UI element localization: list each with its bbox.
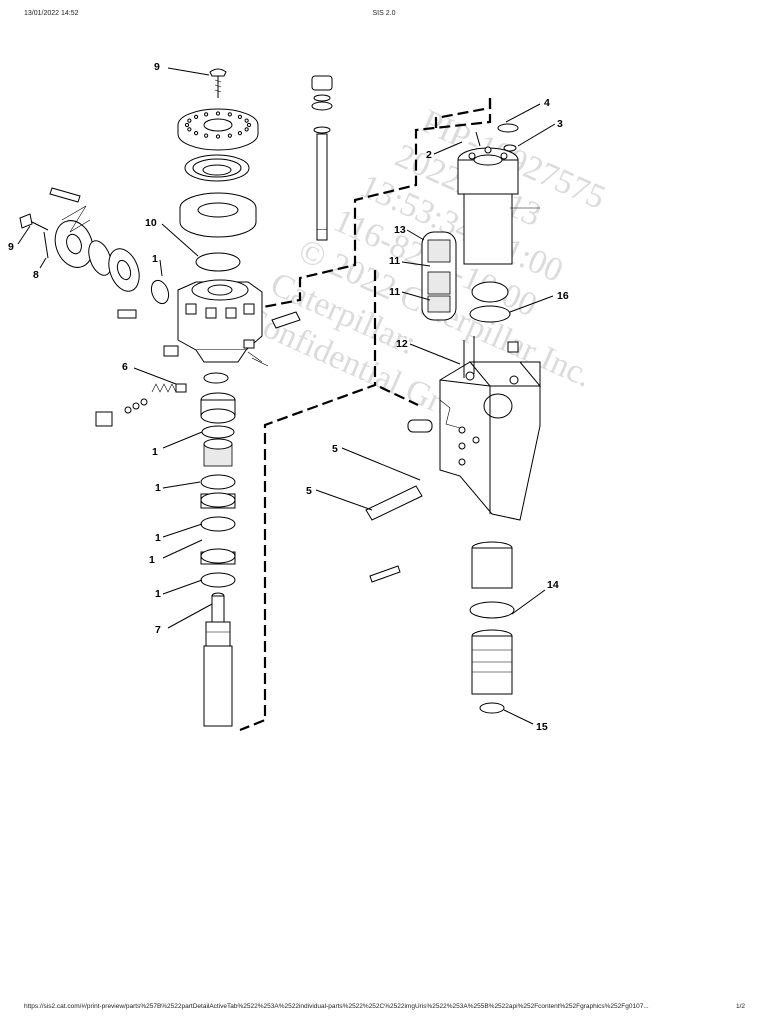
bolt-hole xyxy=(237,114,243,119)
callout-1: 1 xyxy=(149,554,155,566)
callout-11: 11 xyxy=(389,286,400,298)
perforated-disc xyxy=(179,192,257,238)
callout-16: 16 xyxy=(557,290,569,302)
top-flange-plate xyxy=(177,108,259,151)
bolt-hole xyxy=(244,127,249,132)
callout-1: 1 xyxy=(152,446,158,458)
callout-9: 9 xyxy=(154,61,160,73)
bolt-hole xyxy=(215,134,221,139)
bolt-hole xyxy=(227,133,232,138)
callout-7: 7 xyxy=(155,624,161,636)
callout-5: 5 xyxy=(306,485,312,497)
valve-body-left xyxy=(163,279,263,363)
callout-8: 8 xyxy=(33,269,39,281)
app-title: SIS 2.0 xyxy=(372,10,396,17)
page-number: 1/2 xyxy=(736,1003,746,1010)
callout-labels: 9 9 8 10 1 6 1 1 1 1 1 7 4 3 2 13 11 11 … xyxy=(8,61,569,733)
callout-3: 3 xyxy=(557,118,563,130)
bolt-hole xyxy=(204,112,209,117)
bolt-hole xyxy=(193,114,199,119)
print-url: https://sis2.cat.com/#/print-preview/par… xyxy=(24,1003,649,1010)
callout-2: 2 xyxy=(426,149,432,161)
lower-sleeve xyxy=(469,541,515,714)
bolt-hole xyxy=(227,112,232,117)
bolt-hole xyxy=(193,131,199,136)
hydraulic-fittings-left xyxy=(117,309,301,367)
callout-10: 10 xyxy=(145,217,157,229)
print-timestamp: 13/01/2022 14:52 xyxy=(24,10,79,17)
bolt-hole xyxy=(246,122,252,128)
valve-body-right xyxy=(439,361,542,521)
shaft xyxy=(203,592,233,727)
seal-section-view xyxy=(421,231,457,321)
bolt-hole xyxy=(204,133,209,138)
bolt-hole xyxy=(187,118,192,123)
spring-assembly xyxy=(95,372,229,427)
bolt-hole xyxy=(184,122,190,128)
callout-leaders xyxy=(17,67,556,725)
mounting-bolts xyxy=(19,187,91,259)
o-ring xyxy=(195,252,241,272)
callout-6: 6 xyxy=(122,361,128,373)
roll-pins xyxy=(365,419,433,583)
bolt-hole xyxy=(215,111,221,116)
bolt-hole xyxy=(187,127,192,132)
callout-9: 9 xyxy=(8,241,14,253)
o-ring-16 xyxy=(469,281,511,323)
hydraulic-fittings-right xyxy=(439,207,540,429)
callout-4: 4 xyxy=(544,97,550,109)
callout-15: 15 xyxy=(536,721,548,733)
assembly-path-lines xyxy=(239,98,492,732)
bearing-stack xyxy=(200,392,236,588)
callout-14: 14 xyxy=(547,579,559,591)
callout-11: 11 xyxy=(389,255,400,267)
side-cover-flange xyxy=(54,220,170,305)
callout-1: 1 xyxy=(155,588,161,600)
callout-5: 5 xyxy=(332,443,338,455)
bolt-hole xyxy=(237,131,243,136)
callout-1: 1 xyxy=(152,253,158,265)
callout-1: 1 xyxy=(155,532,161,544)
callout-13: 13 xyxy=(394,224,406,236)
seal-disc xyxy=(184,154,250,182)
cap-bolt xyxy=(209,68,227,98)
upper-cylinder xyxy=(457,123,519,265)
piston-rod xyxy=(311,75,333,241)
callout-1: 1 xyxy=(155,482,161,494)
bolt-hole xyxy=(244,118,249,123)
callout-12: 12 xyxy=(396,338,408,350)
